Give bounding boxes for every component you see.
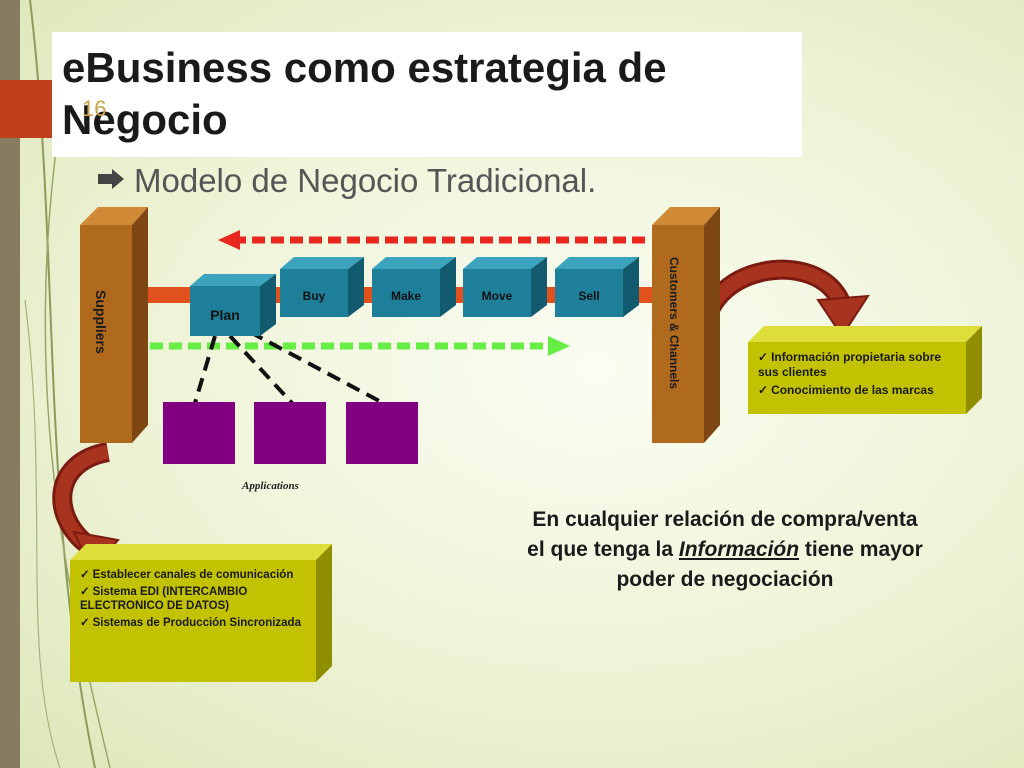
step-move-box — [463, 257, 547, 317]
suppliers-label: Suppliers — [93, 290, 109, 354]
applications-label: Applications — [242, 480, 299, 492]
app-connector — [249, 330, 384, 405]
slide-title: eBusiness como estrategia de Negocio — [62, 44, 667, 143]
step-buy-box — [280, 257, 364, 317]
bullet-arrow-icon — [98, 169, 124, 189]
application-box — [163, 402, 235, 464]
benefit-text: Sistema EDI (INTERCAMBIO ELECTRONICO DE … — [80, 586, 248, 612]
red-arrowhead-icon — [218, 230, 240, 250]
title-accent-tab — [0, 80, 52, 138]
statement-line1: En cualquier relación de compra/venta el… — [527, 508, 918, 561]
list-item: ✓Sistemas de Producción Sincronizada — [80, 616, 305, 630]
green-arrowhead-icon — [548, 336, 570, 356]
list-item: ✓Información propietaria sobre sus clien… — [758, 350, 963, 380]
benefit-text: Conocimiento de las marcas — [771, 383, 934, 397]
app-connector — [228, 334, 294, 405]
benefit-text: Información propietaria sobre sus client… — [758, 350, 942, 379]
check-icon: ✓ — [80, 569, 90, 581]
application-box — [346, 402, 418, 464]
customers-label: Customers & Channels — [667, 257, 681, 390]
slide-number: 16 — [82, 96, 107, 121]
check-icon: ✓ — [758, 350, 769, 364]
check-icon: ✓ — [758, 383, 769, 397]
app-connector — [193, 335, 217, 404]
step-buy-label: Buy — [302, 289, 326, 303]
key-statement: En cualquier relación de compra/venta el… — [525, 505, 925, 595]
step-plan-label: Plan — [210, 307, 240, 323]
step-sell-box — [555, 257, 639, 317]
supplier-benefits-list: ✓Establecer canales de comunicación ✓Sis… — [80, 568, 305, 633]
list-item: ✓Conocimiento de las marcas — [758, 383, 963, 398]
customers-pillar — [652, 207, 720, 443]
application-box — [254, 402, 326, 464]
step-plan-box — [190, 274, 276, 336]
customer-benefits-list: ✓Información propietaria sobre sus clien… — [758, 350, 963, 401]
step-make-label: Make — [390, 289, 422, 303]
curve-arrowhead-icon — [816, 294, 870, 338]
slide-subtitle: Modelo de Negocio Tradicional. — [134, 162, 597, 199]
step-move-label: Move — [481, 289, 513, 303]
list-item: ✓Sistema EDI (INTERCAMBIO ELECTRONICO DE… — [80, 585, 305, 613]
step-make-box — [372, 257, 456, 317]
step-sell-label: Sell — [578, 289, 600, 303]
statement-emphasis: Información — [678, 538, 800, 561]
left-decor-strip — [0, 0, 20, 768]
list-item: ✓Establecer canales de comunicación — [80, 568, 305, 582]
supplier-benefits-box — [70, 544, 332, 682]
benefit-text: Sistemas de Producción Sincronizada — [92, 617, 301, 629]
title-box — [52, 32, 802, 157]
customer-benefits-box — [748, 326, 982, 414]
check-icon: ✓ — [80, 617, 90, 629]
statement-line2: tiene mayor poder de negociación — [616, 538, 923, 591]
check-icon: ✓ — [80, 586, 90, 598]
suppliers-pillar — [80, 207, 148, 443]
benefit-text: Establecer canales de comunicación — [92, 569, 294, 581]
